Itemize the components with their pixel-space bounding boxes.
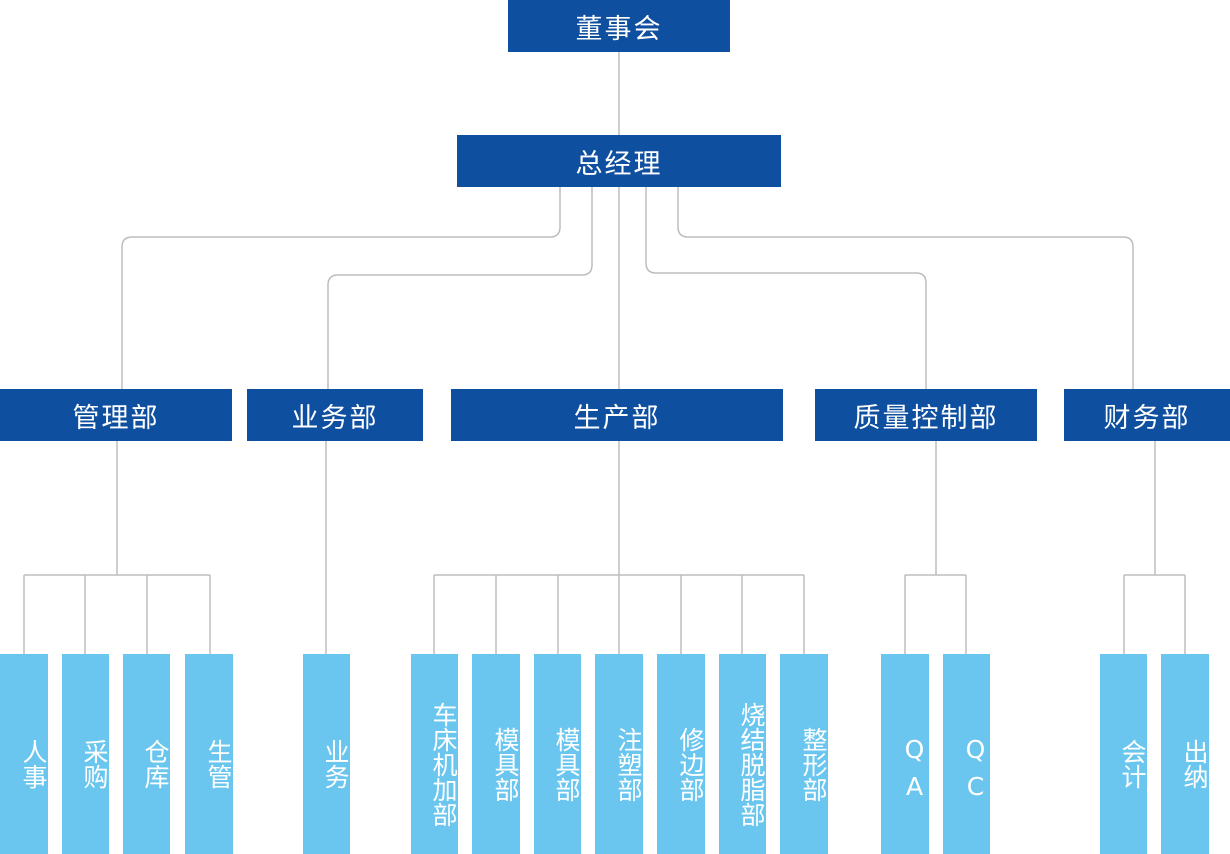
unit-box-mold-1: 模具部: [472, 654, 520, 854]
business-dept-box: 业务部: [247, 389, 423, 441]
unit-box-warehouse: 仓库: [123, 654, 170, 854]
board-box: 董事会: [508, 0, 730, 52]
unit-box-sales: 业务: [303, 654, 350, 854]
unit-box-sintering-debinding: 烧结脱脂部: [719, 654, 766, 854]
unit-box-qc: QC: [943, 654, 990, 854]
unit-box-accounting: 会计: [1100, 654, 1147, 854]
unit-box-personnel: 人事: [0, 654, 48, 854]
connector-finance-units: [1123, 441, 1186, 654]
quality-dept-box: 质量控制部: [815, 389, 1037, 441]
unit-box-lathe-machining: 车床机加部: [411, 654, 458, 854]
unit-box-production-control: 生管: [185, 654, 233, 854]
connector-gm-business: [327, 187, 593, 389]
unit-box-shaping: 整形部: [780, 654, 828, 854]
unit-box-cashier: 出纳: [1161, 654, 1209, 854]
connector-management-units: [23, 441, 211, 654]
unit-box-injection: 注塑部: [595, 654, 643, 854]
management-dept-box: 管理部: [0, 389, 232, 441]
connector-gm-management: [121, 187, 561, 389]
connector-gm-finance: [677, 187, 1134, 389]
production-dept-box: 生产部: [451, 389, 783, 441]
finance-dept-box: 财务部: [1064, 389, 1230, 441]
connector-quality-units: [904, 441, 967, 654]
unit-box-purchasing: 采购: [62, 654, 109, 854]
unit-box-qa: QA: [881, 654, 929, 854]
unit-box-trimming: 修边部: [657, 654, 705, 854]
general-manager-box: 总经理: [457, 135, 781, 187]
connector-gm-quality: [645, 187, 927, 389]
unit-box-mold-2: 模具部: [534, 654, 581, 854]
connector-production-units: [433, 441, 805, 654]
